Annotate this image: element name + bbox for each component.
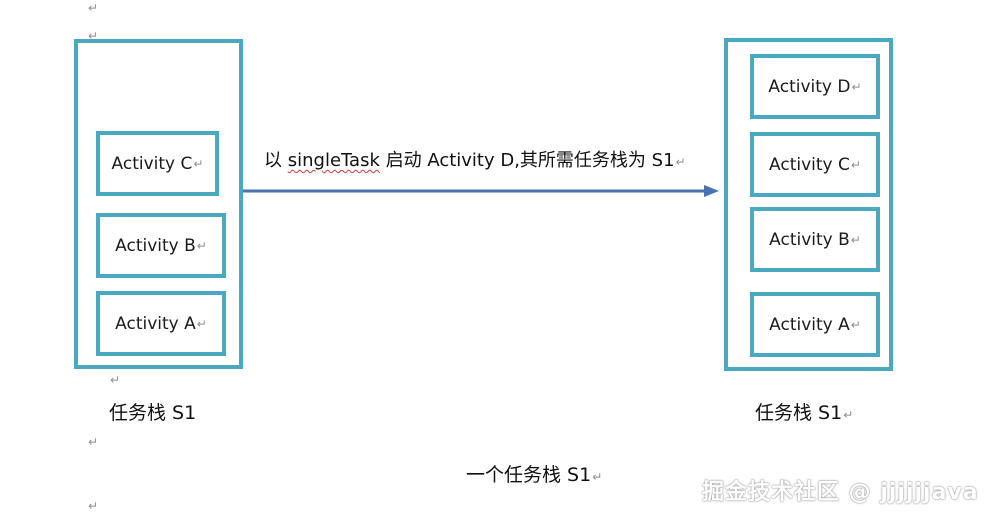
- activity-label: Activity C: [769, 154, 850, 175]
- activity-label: Activity A: [115, 313, 196, 334]
- left-activity-c-box: Activity C↵: [96, 131, 219, 196]
- left-activity-b-box: Activity B↵: [96, 213, 226, 278]
- stack-label-text: 任务栈 S1: [755, 402, 843, 424]
- right-activity-d-box: Activity D↵: [750, 54, 880, 119]
- right-task-stack: Activity D↵ Activity C↵ Activity B↵ Acti…: [724, 38, 893, 371]
- paragraph-mark: ↵: [88, 435, 99, 449]
- activity-label: Activity D: [768, 76, 851, 97]
- paragraph-mark: ↵: [843, 408, 854, 422]
- left-activity-a-box: Activity A↵: [96, 291, 226, 356]
- right-activity-a-box: Activity A↵: [750, 292, 880, 357]
- paragraph-mark: ↵: [88, 1, 99, 15]
- paragraph-mark: ↵: [88, 499, 99, 513]
- paragraph-mark: ↵: [850, 232, 861, 247]
- right-activity-b-box: Activity B↵: [750, 207, 880, 272]
- arrow-head-icon: [704, 185, 719, 197]
- diagram-caption: 一个任务栈 S1↵: [466, 460, 602, 487]
- paragraph-mark: ↵: [851, 79, 862, 94]
- right-stack-label: 任务栈 S1↵: [755, 398, 853, 425]
- activity-label: Activity C: [111, 153, 193, 174]
- paragraph-mark: ↵: [110, 373, 121, 387]
- paragraph-mark: ↵: [196, 316, 207, 331]
- left-stack-label: 任务栈 S1: [109, 398, 196, 425]
- paragraph-mark: ↵: [196, 238, 207, 253]
- paragraph-mark: ↵: [193, 156, 204, 171]
- activity-label: Activity A: [769, 314, 850, 335]
- right-activity-c-box: Activity C↵: [750, 132, 880, 197]
- left-task-stack: Activity C↵ Activity B↵ Activity A↵: [74, 39, 243, 369]
- caption-text: 一个任务栈 S1: [466, 464, 592, 486]
- activity-label: Activity B: [115, 235, 196, 256]
- paragraph-mark: ↵: [850, 317, 861, 332]
- paragraph-mark: ↵: [592, 470, 603, 484]
- watermark: 掘金技术社区 @ jjjjjjava: [702, 480, 979, 505]
- paragraph-mark: ↵: [850, 157, 861, 172]
- paragraph-mark: ↵: [88, 29, 99, 43]
- paragraph-mark: ↵: [675, 155, 686, 169]
- transition-prefix: 以: [264, 150, 288, 171]
- transition-keyword: singleTask: [287, 150, 380, 171]
- stack-label-text: 任务栈 S1: [109, 402, 197, 424]
- activity-label: Activity B: [769, 229, 850, 250]
- transition-description: 以 singleTask 启动 Activity D,其所需任务栈为 S1↵: [264, 146, 686, 172]
- transition-suffix: 启动 Activity D,其所需任务栈为 S1: [379, 150, 675, 171]
